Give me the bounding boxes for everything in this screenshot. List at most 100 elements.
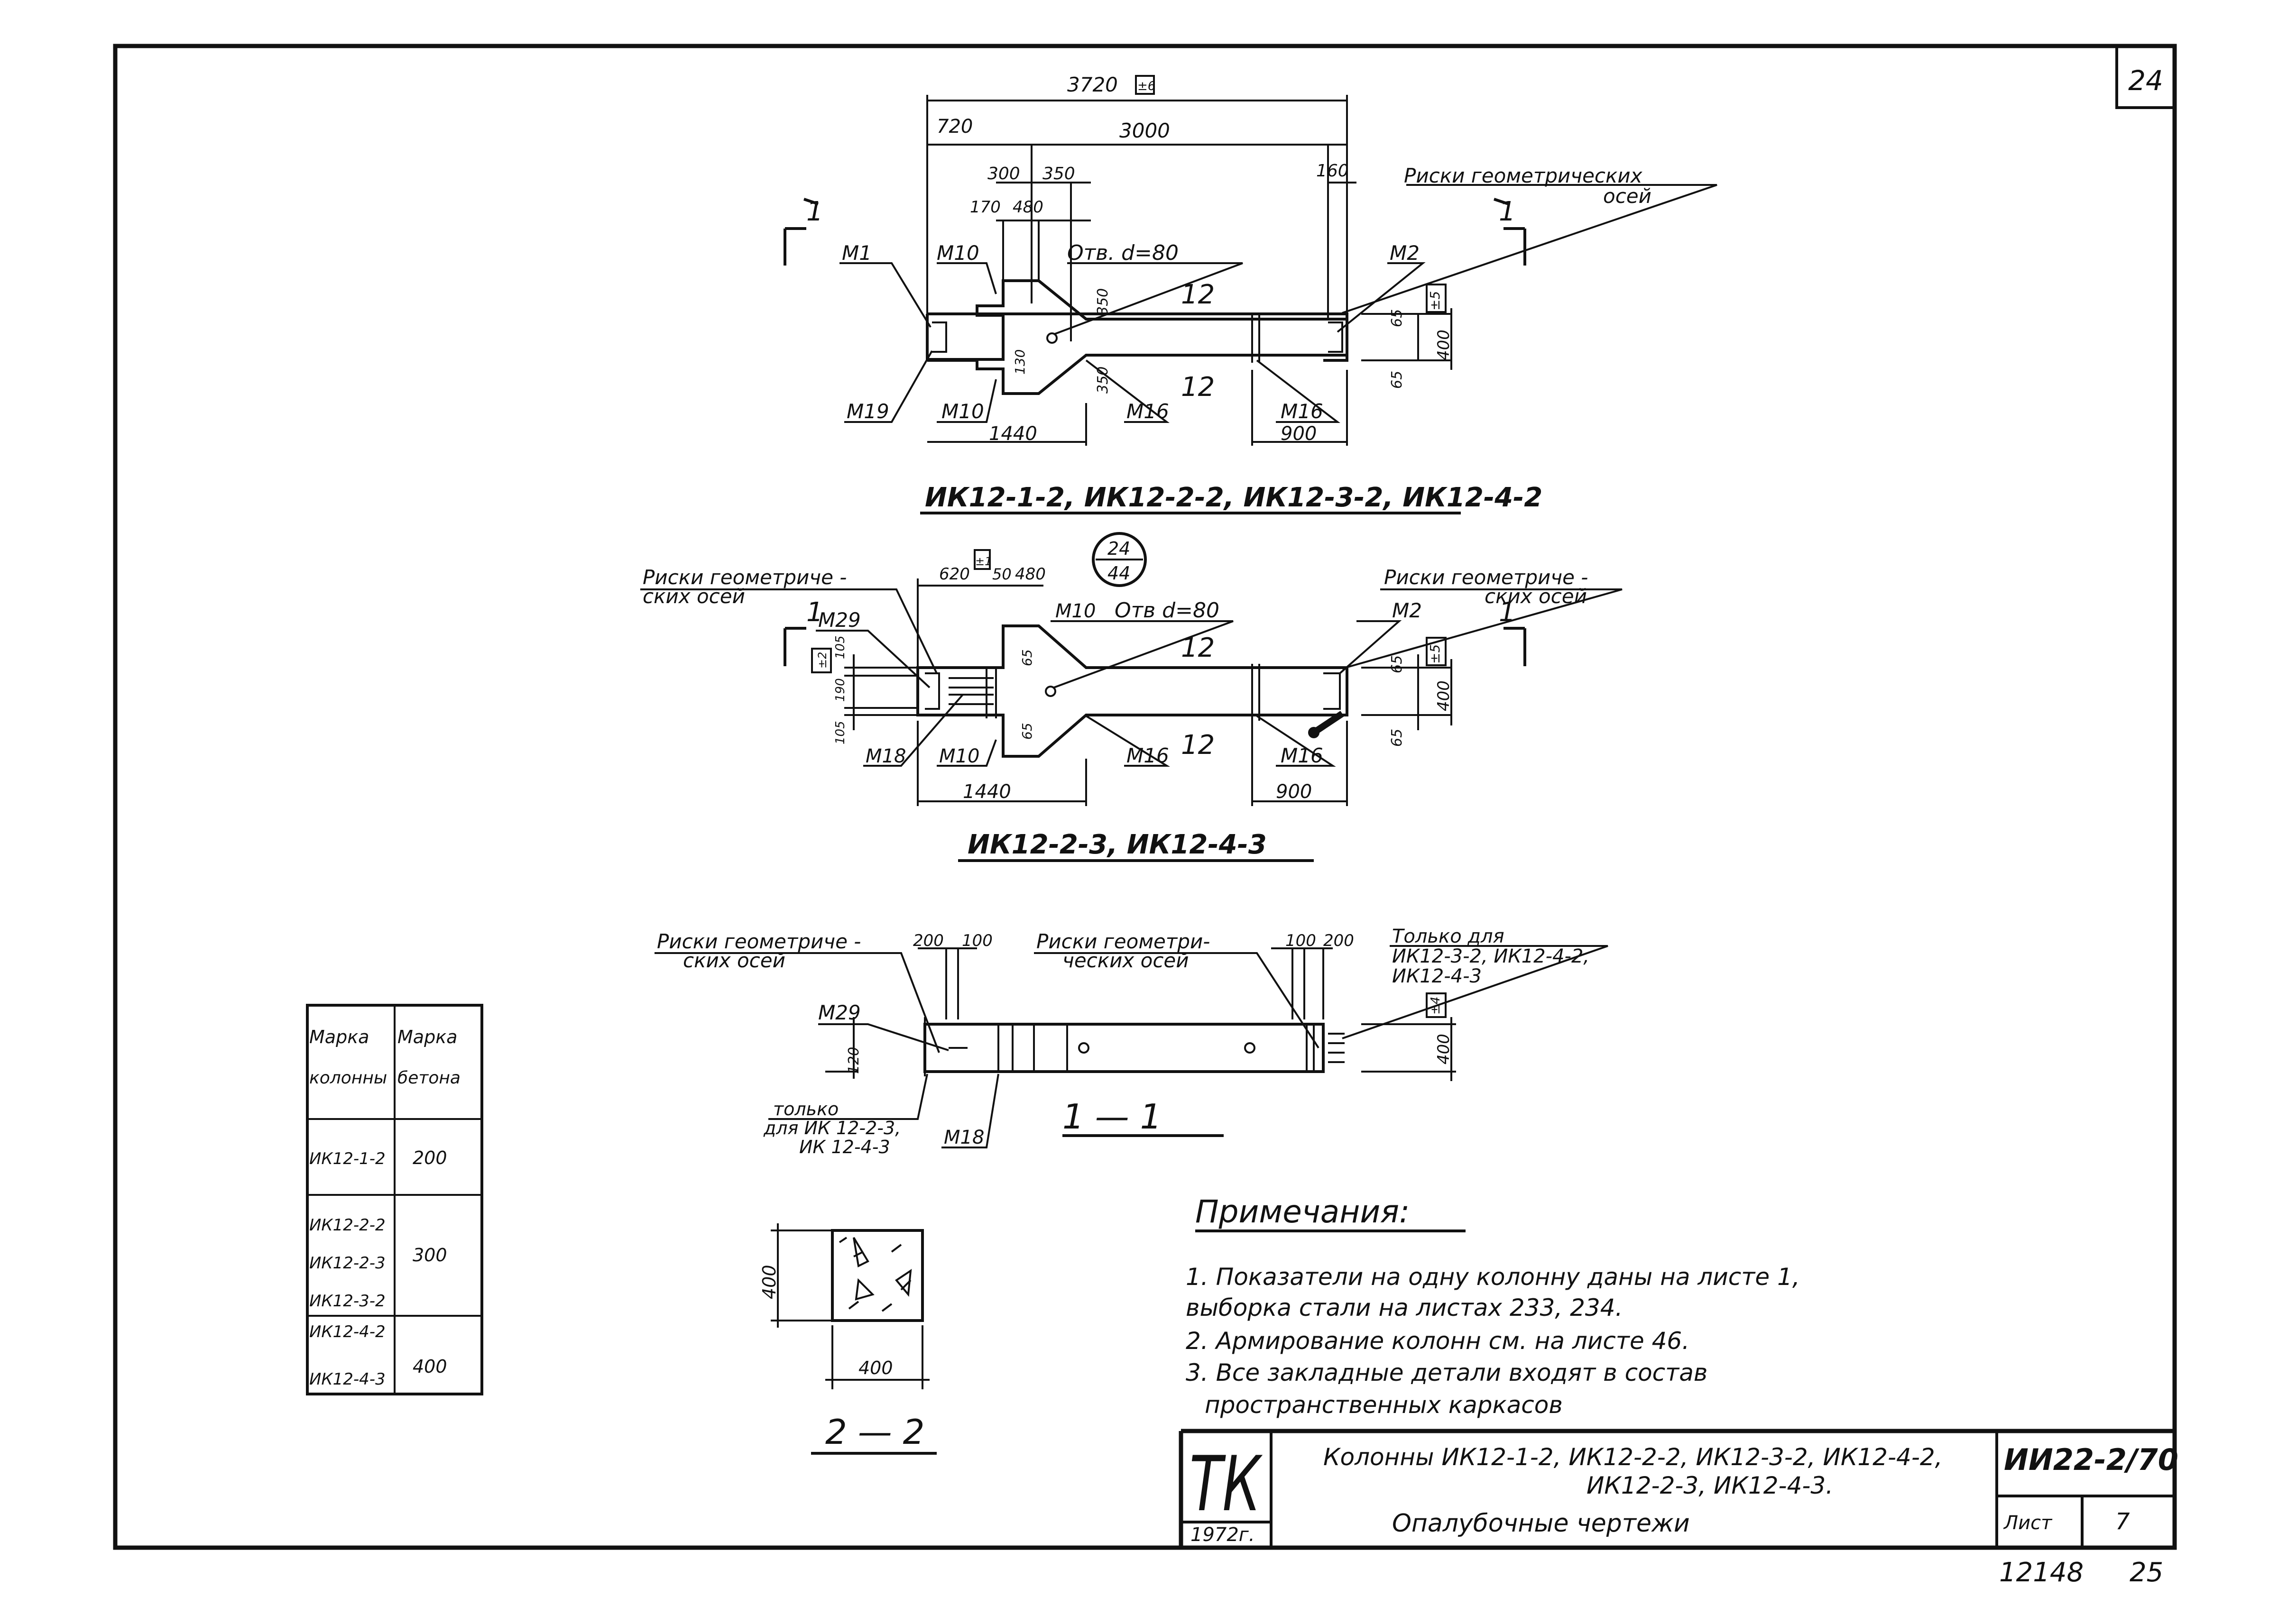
svg-text:400: 400 (1434, 680, 1453, 711)
svg-text:100: 100 (1285, 931, 1316, 950)
svg-text:300: 300 (987, 164, 1020, 184)
svg-text:170: 170 (970, 198, 1001, 217)
svg-text:1: 1 (806, 597, 823, 628)
svg-text:ИК12-3-2: ИК12-3-2 (309, 1292, 386, 1311)
note-line-5: пространственных каркасов (1205, 1391, 1563, 1419)
svg-text:М18: М18 (944, 1127, 984, 1148)
svg-text:ческих осей: ческих осей (1062, 949, 1189, 972)
sheet-frame (113, 44, 2177, 1550)
svg-text:620: 620 (939, 565, 970, 584)
svg-text:480: 480 (1015, 565, 1046, 584)
svg-text:осей: осей (1603, 184, 1651, 208)
section-1-1-title: 1 — 1 (1062, 1097, 1162, 1137)
svg-text:130: 130 (1012, 349, 1028, 375)
notes: Примечания: 1. Показатели на одну колонн… (1186, 1193, 1800, 1419)
svg-text:3000: 3000 (1119, 119, 1170, 142)
svg-text:105: 105 (833, 721, 848, 744)
svg-text:105: 105 (833, 635, 848, 659)
sheet-label: Лист (2003, 1512, 2053, 1534)
svg-text:120: 120 (846, 1047, 862, 1074)
svg-text:65: 65 (1389, 371, 1405, 389)
svg-text:1: 1 (806, 196, 823, 227)
title-desc-3: Опалубочные чертежи (1392, 1509, 1690, 1538)
svg-text:65: 65 (1389, 655, 1405, 673)
svg-text:Риски геометрических: Риски геометрических (1404, 164, 1643, 187)
svg-text:400: 400 (759, 1265, 780, 1299)
svg-text:Только для: Только для (1392, 926, 1504, 947)
svg-text:3720: 3720 (1067, 73, 1118, 96)
title-desc-1: Колонны ИК12-1-2, ИК12-2-2, ИК12-3-2, ИК… (1323, 1443, 1943, 1471)
svg-text:только: только (773, 1099, 839, 1119)
svg-text:ских осей: ских осей (1485, 585, 1587, 608)
svg-text:Отв d=80: Отв d=80 (1115, 598, 1219, 623)
svg-text:ИК12-2-3: ИК12-2-3 (309, 1254, 386, 1273)
svg-text:12: 12 (1181, 633, 1215, 663)
notes-title: Примечания: (1195, 1193, 1410, 1230)
svg-text:М16: М16 (1126, 400, 1169, 423)
svg-text:Отв. d=80: Отв. d=80 (1067, 241, 1179, 265)
svg-text:900: 900 (1281, 423, 1317, 445)
svg-text:350: 350 (1095, 288, 1111, 315)
svg-text:ских осей: ских осей (643, 585, 745, 608)
page-number: 24 (2128, 64, 2163, 97)
section-2-2: 400 400 2 — 2 (759, 1223, 937, 1455)
svg-text:М16: М16 (1126, 744, 1169, 767)
table-header-col: Марка (309, 1027, 369, 1047)
svg-text:М2: М2 (1392, 599, 1422, 622)
year: 1972г. (1190, 1524, 1255, 1546)
svg-text:Риски геометриче -: Риски геометриче - (657, 930, 861, 953)
svg-text:350: 350 (1095, 367, 1111, 394)
svg-text:1440: 1440 (963, 781, 1011, 803)
svg-text:±6: ±6 (1137, 79, 1155, 93)
page-number-box (2115, 45, 2176, 109)
svg-text:65: 65 (1019, 649, 1035, 666)
top-view-title: ИК12-1-2, ИК12-2-2, ИК12-3-2, ИК12-4-2 (925, 482, 1542, 513)
svg-text:ИК 12-4-3: ИК 12-4-3 (799, 1137, 890, 1157)
svg-text:ИК12-4-3: ИК12-4-3 (1392, 965, 1482, 987)
footer-right-number: 25 (2130, 1557, 2163, 1588)
table-row-1-grade: 200 (413, 1147, 447, 1168)
svg-text:М29: М29 (818, 608, 861, 632)
svg-text:М2: М2 (1390, 241, 1420, 265)
svg-text:900: 900 (1276, 781, 1312, 803)
svg-text:Риски геометриче -: Риски геометриче - (1384, 566, 1588, 589)
svg-text:М10: М10 (941, 400, 984, 423)
svg-text:200: 200 (1323, 931, 1354, 950)
svg-text:65: 65 (1389, 729, 1405, 747)
svg-text:М10: М10 (939, 745, 979, 767)
tk-logo: ТК (1190, 1440, 1263, 1528)
svg-text:44: 44 (1107, 563, 1130, 584)
svg-text:ИК12-4-3: ИК12-4-3 (309, 1370, 386, 1389)
svg-text:480: 480 (1013, 198, 1043, 217)
table-row-2-grade: 300 (413, 1245, 447, 1266)
svg-text:ИК12-4-2: ИК12-4-2 (309, 1322, 386, 1341)
svg-text:100: 100 (962, 931, 993, 950)
svg-text:для ИК 12-2-3,: для ИК 12-2-3, (763, 1118, 901, 1138)
note-line-3: 2. Армирование колонн см. на листе 46. (1186, 1327, 1689, 1355)
svg-text:М29: М29 (818, 1001, 861, 1024)
svg-text:1440: 1440 (989, 423, 1037, 445)
svg-text:ИК12-2-2: ИК12-2-2 (309, 1216, 386, 1235)
svg-text:±5: ±5 (1427, 644, 1443, 664)
svg-text:±4: ±4 (1429, 997, 1443, 1015)
svg-text:1: 1 (1499, 597, 1516, 628)
note-line-4: 3. Все закладные детали входят в состав (1186, 1359, 1707, 1386)
svg-text:160: 160 (1316, 161, 1349, 181)
svg-text:400: 400 (1434, 330, 1453, 360)
svg-text:±2: ±2 (816, 652, 829, 669)
table-row-3-grade: 400 (413, 1356, 447, 1377)
svg-text:±5: ±5 (1427, 291, 1443, 311)
svg-text:ИК12-3-2, ИК12-4-2,: ИК12-3-2, ИК12-4-2, (1392, 945, 1589, 967)
table-row-1-cols: ИК12-1-2 (309, 1149, 386, 1168)
svg-text:М16: М16 (1281, 400, 1323, 423)
svg-text:М19: М19 (847, 400, 889, 423)
svg-text:Риски геометри-: Риски геометри- (1036, 930, 1210, 953)
section-2-2-title: 2 — 2 (825, 1412, 924, 1452)
svg-text:50: 50 (992, 565, 1012, 583)
svg-text:Риски геометриче -: Риски геометриче - (643, 566, 847, 589)
section-1-1: Риски геометриче - ских осей 200 100 Рис… (655, 926, 1608, 1157)
svg-text:М1: М1 (842, 241, 872, 265)
svg-text:190: 190 (833, 678, 848, 702)
note-line-1: 1. Показатели на одну колонну даны на ли… (1186, 1263, 1800, 1291)
